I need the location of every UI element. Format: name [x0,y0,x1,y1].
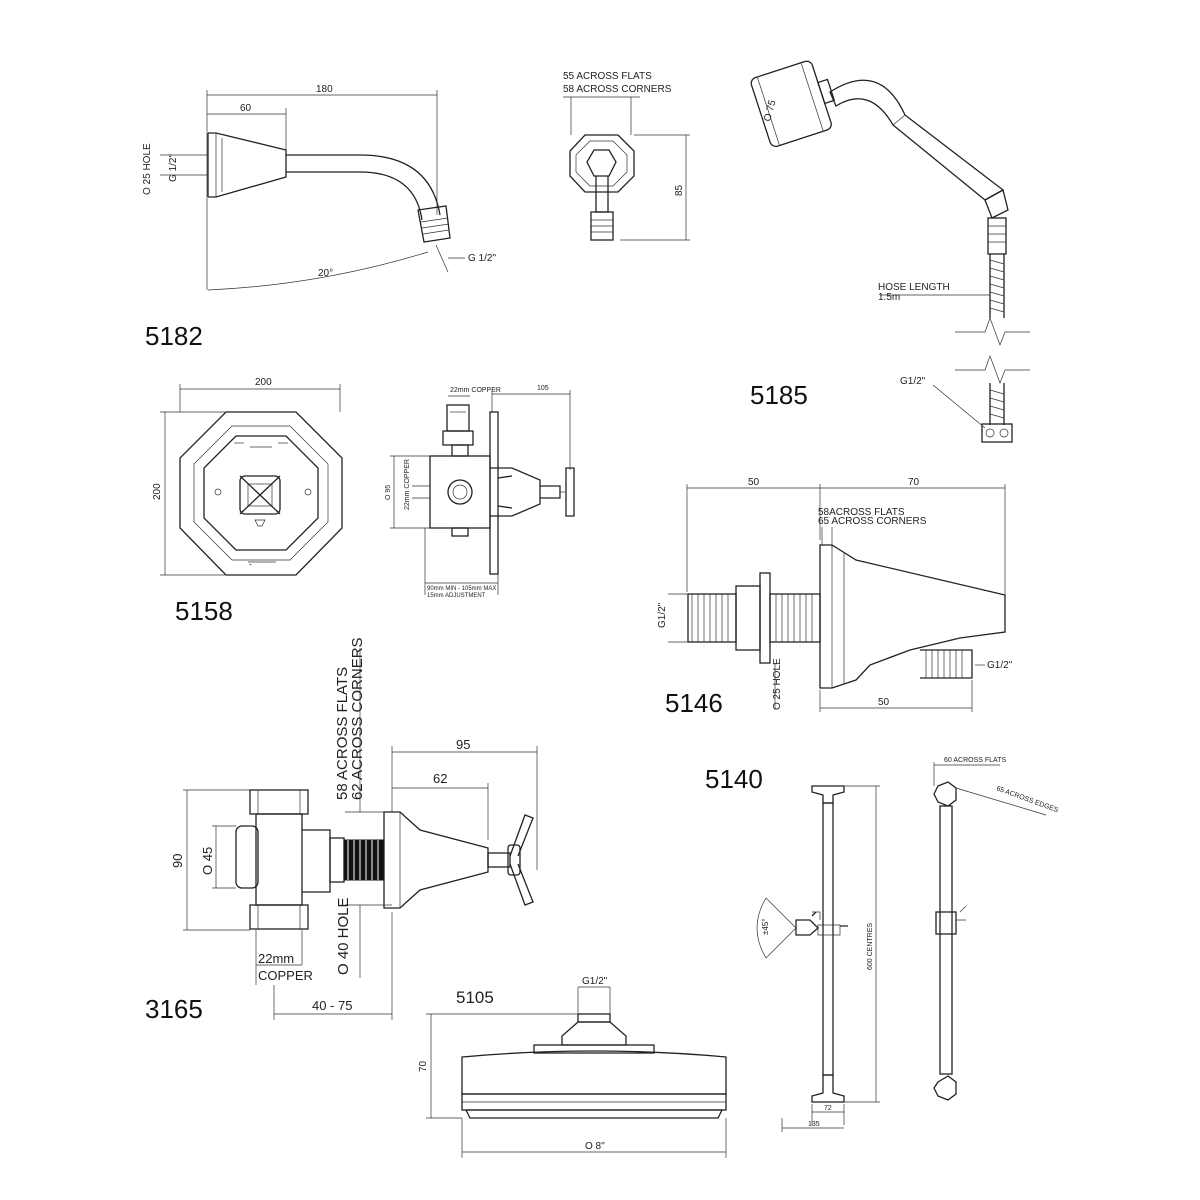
svg-text:⌁: ⌁ [249,562,252,568]
drawing-5146-wall-outlet: 50 70 58ACROSS FLATS 65 ACROSS CORNERS G… [657,477,1013,718]
dia-45: O 45 [200,847,215,875]
copper-label-top: 22mm COPPER [450,387,501,394]
part-number-5158: 5158 [175,596,233,626]
drawing-5158-side: 22mm COPPER 105 O 95 22mm COPPER 90mm MI… [385,385,575,599]
dim-90: 90 [170,854,185,868]
dim-40-75: 40 - 75 [312,998,352,1013]
drawing-5140-slide-rail: 5140 ±45° 600 CENTRES 72 135 60 ACROSS F… [705,757,1059,1132]
dim-72: 72 [824,1105,832,1112]
copper-size: 22mm [258,951,294,966]
label-65-across-corners-5146: 65 ACROSS CORNERS [818,516,927,527]
dim-95-side: O 95 [385,485,392,500]
dia-8-inch: O 8" [585,1141,605,1152]
angle-20: 20° [318,268,333,279]
dim-200-height: 200 [152,483,163,500]
hose-length-label: HOSE LENGTH [878,282,950,293]
dim-200-width: 200 [255,377,272,388]
hole-25-5146: O 25 HOLE [772,658,783,710]
drawing-5182-end-view: 55 ACROSS FLATS 58 ACROSS CORNERS 85 [563,71,690,241]
adjust-amount: 15mm ADJUSTMENT [427,593,486,599]
dim-180: 180 [316,84,333,95]
label-60-across-flats-5140: 60 ACROSS FLATS [944,757,1006,764]
dim-62: 62 [433,771,447,786]
drawing-5158-front: 200 200 ⌁ 5158 [152,377,343,626]
hose-thread: G1/2" [900,376,926,387]
thread-5105: G1/2" [582,976,608,987]
dim-hole-25: O 25 HOLE [142,143,153,195]
dim-105: 105 [537,385,549,392]
part-number-5146: 5146 [665,688,723,718]
copper-label-side: 22mm COPPER [404,459,411,510]
drawing-5185-handset: O 75 HOSE LENGTH 1.5m G1/2" 5185 [750,60,1030,443]
label-58-across-flats-5146: 58ACROSS FLATS [818,507,905,518]
drawing-5182-shower-arm: 180 60 O 25 HOLE G 1/2" G 1/2" 20° 5182 [142,84,496,351]
dim-50-bottom: 50 [878,697,890,708]
part-number-5182: 5182 [145,321,203,351]
label-58-across-corners: 58 ACROSS CORNERS [563,84,672,95]
part-number-5140: 5140 [705,764,763,794]
part-number-5105: 5105 [456,988,494,1007]
dim-60: 60 [240,103,252,114]
handset-dia-75: O 75 [762,99,778,123]
dim-135: 135 [808,1121,820,1128]
part-number-3165: 3165 [145,994,203,1024]
thread-outlet-5146: G1/2" [987,660,1013,671]
label-65-across-edges: 65 ACROSS EDGES [995,785,1059,814]
dim-95: 95 [456,737,470,752]
dim-70: 70 [908,477,920,488]
drawing-3165-valve: 58 ACROSS FLATS 62 ACROSS CORNERS 95 62 … [145,637,538,1024]
dim-70-head: 70 [418,1060,429,1072]
label-62-across-corners-3165: 62 ACROSS CORNERS [349,637,366,800]
thread-outlet-5182: G 1/2" [468,253,496,264]
adjust-range: 90mm MIN - 105mm MAX [427,586,496,592]
dim-600-centres: 600 CENTRES [867,923,874,970]
part-number-5185: 5185 [750,380,808,410]
drawing-5105-shower-head: 5105 G1/2" 70 O 8" [418,976,727,1158]
label-55-across-flats: 55 ACROSS FLATS [563,71,652,82]
dim-50-top: 50 [748,477,760,488]
angle-45: ±45° [761,919,770,936]
label-58-across-flats-3165: 58 ACROSS FLATS [334,667,351,800]
hole-40: O 40 HOLE [335,897,352,975]
dim-85: 85 [674,184,685,196]
thread-inlet-5182: G 1/2" [168,154,179,182]
copper-word: COPPER [258,968,313,983]
hose-length-value: 1.5m [878,292,900,303]
thread-inlet-5146: G1/2" [657,602,668,628]
